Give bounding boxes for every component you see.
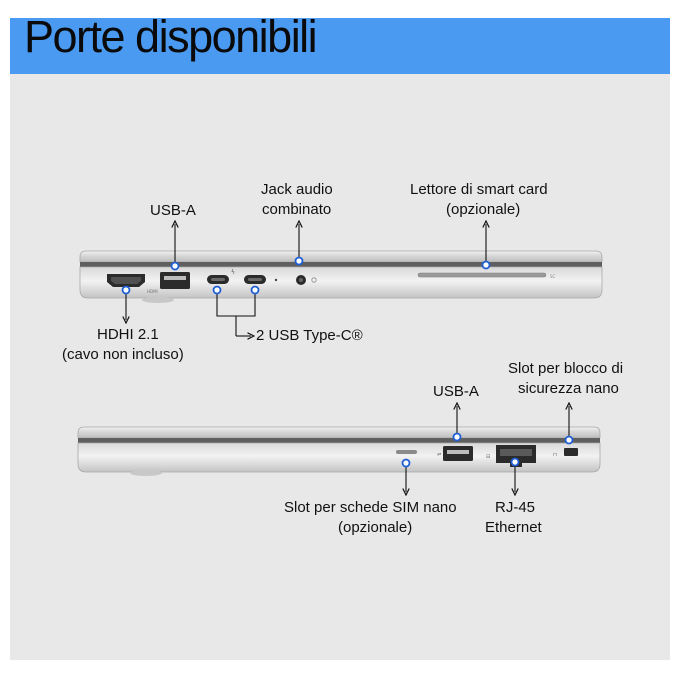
label-lock-line2: sicurezza nano	[518, 380, 619, 397]
usb-a-port-icon	[160, 272, 190, 289]
svg-text:⊟: ⊟	[486, 454, 490, 460]
page-title: Porte disponibili	[24, 11, 318, 62]
label-rj45-line2: Ethernet	[485, 519, 542, 536]
callouts	[121, 224, 574, 492]
label-rj45-line1: RJ-45	[495, 499, 536, 516]
laptop-right-side: ⇌ ⊟ ⊓	[77, 426, 601, 476]
background-panel	[10, 18, 670, 660]
laptop-left-side: HDMI ϟ SC	[79, 250, 603, 303]
label-usb-c: 2 USB Type-C®	[256, 327, 363, 344]
label-usb-a-top: USB-A	[150, 202, 196, 219]
label-lock-line1: Slot per blocco di	[508, 360, 624, 377]
label-sim-line2: (opzionale)	[338, 519, 413, 536]
svg-text:HDMI: HDMI	[147, 289, 158, 294]
label-sim-line1: Slot per schede SIM nano	[284, 499, 457, 516]
label-hdmi-line1: HDHI 2.1	[97, 326, 159, 343]
header-bar	[10, 18, 670, 74]
label-smart-card-line2: (opzionale)	[446, 201, 521, 218]
svg-text:⇌: ⇌	[437, 452, 441, 458]
svg-text:⊓: ⊓	[553, 452, 557, 458]
sim-slot-icon	[396, 450, 417, 454]
label-audio-jack-line2: combinato	[262, 201, 332, 218]
smart-card-slot-icon	[417, 272, 547, 278]
lock-slot-icon	[564, 448, 578, 456]
label-usb-a-bottom: USB-A	[433, 383, 479, 400]
svg-text:ϟ: ϟ	[231, 269, 235, 276]
svg-text:SC: SC	[550, 274, 556, 279]
label-smart-card-line1: Lettore di smart card	[410, 181, 548, 198]
label-hdmi-line2: (cavo non incluso)	[62, 346, 184, 363]
label-audio-jack-line1: Jack audio	[261, 181, 333, 198]
